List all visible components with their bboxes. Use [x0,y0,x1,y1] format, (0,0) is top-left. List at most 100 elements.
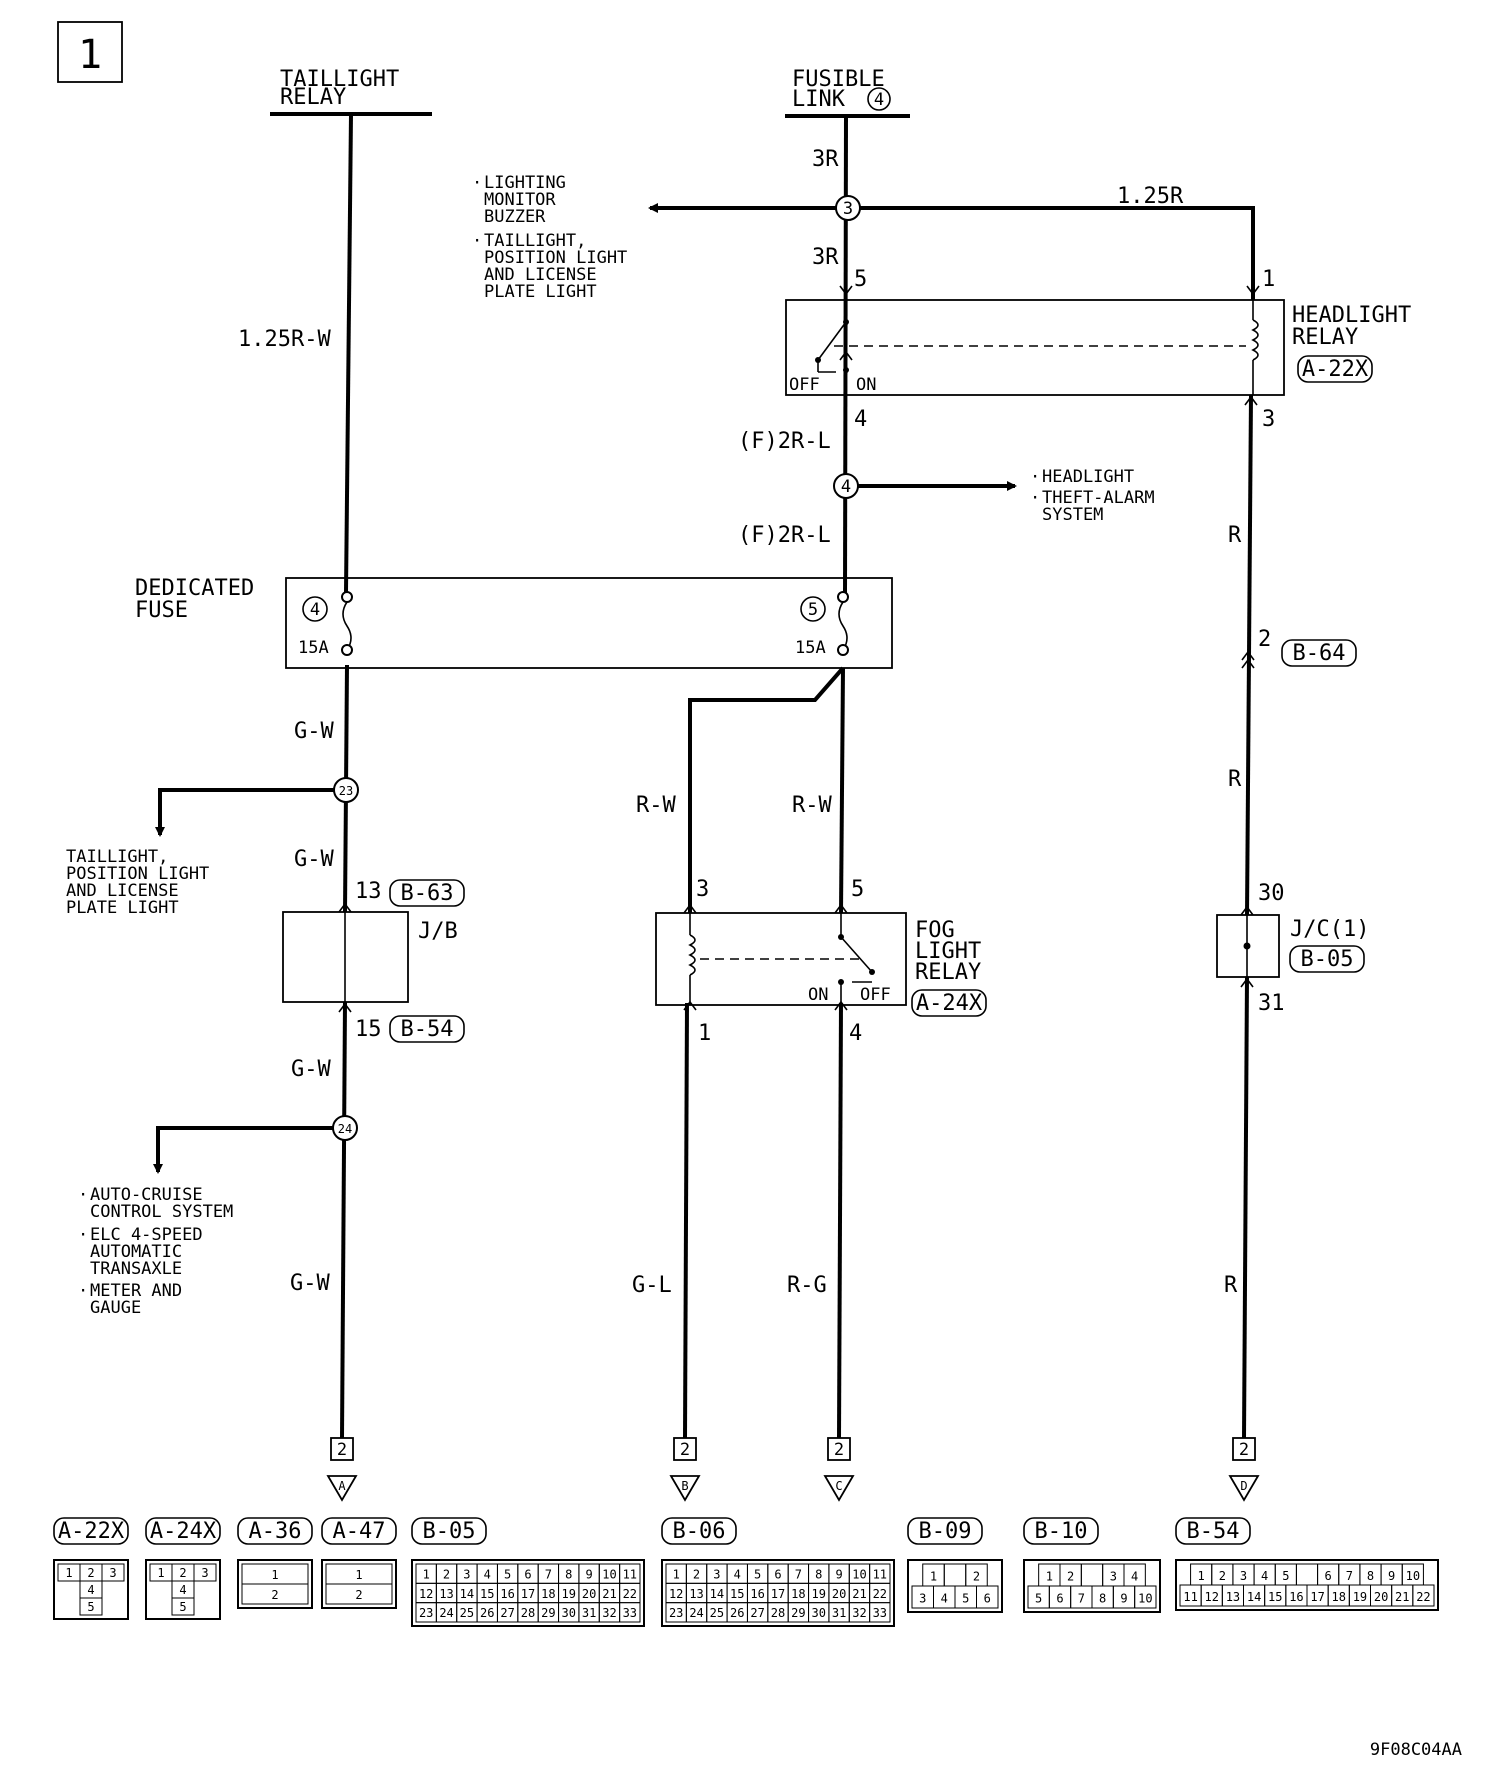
connector-pin: 14 [710,1587,724,1601]
svg-text:AND LICENSE: AND LICENSE [484,265,597,285]
continuation-d: 2 D [1228,1437,1260,1502]
jc-pin-in: 30 [1258,881,1285,906]
connector-pin: 2 [973,1570,980,1584]
connector-pin: 10 [1406,1569,1420,1583]
connector-pin: 4 [179,1583,186,1597]
dedicated-fuse-4-rating: 15A [298,638,329,658]
connector-pin: 7 [1346,1569,1353,1583]
connector-pin: 17 [1310,1590,1324,1604]
wire-label-gw-1: G-W [294,719,334,744]
connector-pin: 13 [689,1587,703,1601]
wire-label-1-25r: 1.25R [1117,184,1184,209]
svg-text:TRANSAXLE: TRANSAXLE [90,1259,182,1279]
connector-pin: 1 [423,1568,430,1582]
callout-taillight-position-top: · TAILLIGHT, POSITION LIGHT AND LICENSE … [472,231,627,302]
headlight-relay-on-label: ON [856,375,876,395]
connector-pin: 5 [962,1592,969,1606]
wire-label-gw-3: G-W [291,1057,331,1082]
connector-pin: 6 [1325,1569,1332,1583]
connector-pin: 15 [730,1587,744,1601]
fusible-link-number: 4 [874,90,884,110]
connector-pin: 8 [815,1568,822,1582]
connector-pin: 26 [480,1606,494,1620]
connector-pin: 7 [795,1568,802,1582]
headlight-relay-title-1: HEADLIGHT [1292,303,1411,328]
connector-pin: 12 [1205,1590,1219,1604]
connector-pin: 3 [201,1566,208,1580]
wire-label-gw-2: G-W [294,847,334,872]
connector-pin: 11 [623,1568,637,1582]
dedicated-fuse-5-rating: 15A [795,638,826,658]
connector-pin: 4 [484,1568,491,1582]
junction-23: 23 [333,777,359,803]
fog-relay-pin-4: 4 [849,1021,862,1046]
fog-relay-title-2: LIGHT [915,939,981,964]
wire-label-f2rl-1: (F)2R-L [738,429,831,454]
connector-pin: 19 [812,1587,826,1601]
headlight-relay-off-label: OFF [789,375,820,395]
svg-text:A: A [338,1479,346,1493]
connector-pin: 1 [673,1568,680,1582]
jb-connector-out: B-54 [401,1017,454,1042]
connector-pin: 3 [463,1568,470,1582]
svg-text:ELC 4-SPEED: ELC 4-SPEED [90,1225,203,1245]
callout-elc: · ELC 4-SPEED AUTOMATIC TRANSAXLE [78,1225,203,1279]
connector-pin: 1 [930,1570,937,1584]
connector-view-label: B-54 [1187,1519,1240,1544]
svg-text:2: 2 [834,1440,844,1460]
connector-pin: 2 [271,1588,278,1602]
connector-pin: 2 [1067,1570,1074,1584]
connector-pin: 3 [1240,1569,1247,1583]
connector-view-label: B-09 [919,1519,972,1544]
junction-block: J/B 13 B-63 15 B-54 [282,879,465,1043]
connector-pin: 32 [852,1606,866,1620]
connector-pin: 11 [873,1568,887,1582]
svg-text:PLATE LIGHT: PLATE LIGHT [484,282,597,302]
fog-relay-pin-1: 1 [698,1021,711,1046]
wire-labels: 1.25R-W 3R 3R 1.25R (F)2R-L (F)2R-L R R … [238,147,1242,1298]
svg-text:AND LICENSE: AND LICENSE [66,881,179,901]
connector-pin: 33 [873,1606,887,1620]
fusible-link-line-2: LINK [792,87,846,112]
jb-connector-in: B-63 [401,881,454,906]
svg-text:·: · [472,231,482,251]
wire-label-gl: G-L [632,1273,672,1298]
connector-pin: 8 [1099,1592,1106,1606]
connector-pin: 14 [1247,1590,1261,1604]
connector-view-label: A-24X [150,1519,217,1544]
dedicated-fuse-title-2: FUSE [135,598,188,623]
svg-text:4: 4 [841,477,851,497]
wire-label-3r-top: 3R [812,147,839,172]
connector-pin: 20 [1374,1590,1388,1604]
connector-pin: 16 [750,1587,764,1601]
connector-pin: 30 [812,1606,826,1620]
dedicated-fuse-5-number: 5 [808,600,818,620]
connector-pin: 32 [602,1606,616,1620]
connector-pin: 1 [1046,1570,1053,1584]
b64-connector: B-64 [1293,641,1346,666]
fog-relay-pin-5: 5 [851,877,864,902]
connector-pin: 2 [693,1568,700,1582]
connector-pin: 1 [1198,1569,1205,1583]
connector-pin: 14 [460,1587,474,1601]
page-number: 1 [78,32,102,78]
taillight-relay-line-2: RELAY [280,85,346,110]
fusible-link-line-1: FUSIBLE [792,67,885,92]
jb-label: J/B [418,919,458,944]
connector-pin: 22 [873,1587,887,1601]
connector-pin: 13 [1226,1590,1240,1604]
continuation-b: 2 B [669,1437,701,1502]
svg-text:BUZZER: BUZZER [484,207,546,227]
svg-text:·: · [472,173,482,193]
svg-text:METER AND: METER AND [90,1281,182,1301]
svg-text:PLATE LIGHT: PLATE LIGHT [66,898,179,918]
connector-view-label: B-06 [673,1519,726,1544]
wires [153,113,1255,1439]
junction-3: 3 [835,195,861,221]
connector-pin: 11 [1183,1590,1197,1604]
wire-label-r-2: R [1228,767,1242,792]
joint-connector: 30 31 J/C(1) B-05 [1216,881,1369,1016]
connector-pin: 9 [835,1568,842,1582]
wire-label-1-25rw: 1.25R-W [238,327,331,352]
